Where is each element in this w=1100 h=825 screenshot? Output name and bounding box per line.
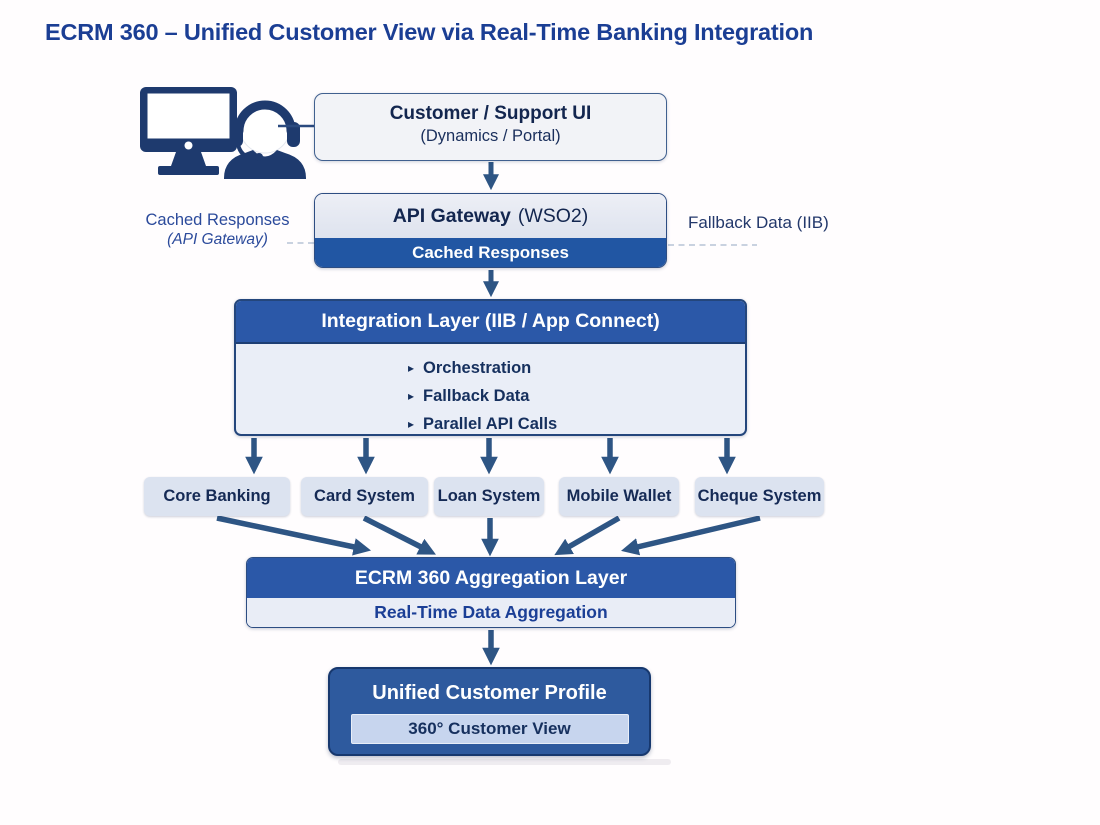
bullet-triangle-icon: ▸ [408, 417, 415, 431]
arrow-cheque-system-to-aggregation [621, 515, 761, 556]
node-aggregation-layer: ECRM 360 Aggregation Layer Real-Time Dat… [246, 557, 736, 628]
bullet-label: Parallel API Calls [423, 414, 558, 433]
node-unified-profile: Unified Customer Profile 360° Customer V… [328, 667, 651, 756]
node-cheque-system: Cheque System [695, 477, 824, 516]
customer-ui-title: Customer / Support UI [389, 103, 592, 124]
arrow-core-banking-to-aggregation [216, 515, 372, 556]
aggregation-subtitle: Real-Time Data Aggregation [247, 598, 735, 627]
customer-ui-subtitle: (Dynamics / Portal) [420, 127, 561, 145]
api-gateway-name: API Gateway [392, 204, 511, 227]
aggregation-header: ECRM 360 Aggregation Layer [247, 558, 735, 598]
node-api-gateway: API Gateway (WSO2) Cached Responses [314, 193, 667, 268]
node-mobile-wallet: Mobile Wallet [559, 477, 679, 516]
note-cached-line1: Cached Responses [145, 211, 290, 229]
node-loan-system: Loan System [434, 477, 544, 516]
node-card-system: Card System [301, 477, 428, 516]
arrow-mobile-wallet-to-aggregation [554, 515, 621, 556]
profile-inner-badge: 360° Customer View [350, 714, 629, 744]
integration-bullet-list: ▸ Orchestration ▸ Fallback Data ▸ Parall… [408, 354, 745, 434]
monitor-icon [140, 87, 237, 175]
reflection-band [338, 759, 671, 765]
bullet-label: Fallback Data [423, 386, 530, 405]
note-cached-responses: Cached Responses (API Gateway) [140, 211, 295, 249]
page-title: ECRM 360 – Unified Customer View via Rea… [45, 19, 814, 45]
node-customer-ui: Customer / Support UI (Dynamics / Portal… [314, 93, 667, 161]
node-core-banking: Core Banking [144, 477, 290, 516]
bullet-triangle-icon: ▸ [408, 361, 415, 375]
note-cached-line2: (API Gateway) [167, 231, 268, 248]
profile-title: Unified Customer Profile [372, 682, 607, 704]
api-gateway-tech: (WSO2) [517, 204, 589, 227]
bullet-row: ▸ Orchestration [408, 354, 745, 382]
bullet-triangle-icon: ▸ [408, 389, 415, 403]
bullet-label: Orchestration [423, 358, 532, 377]
api-gateway-title: API Gateway (WSO2) [315, 194, 666, 238]
node-integration-layer: Integration Layer (IIB / App Connect) ▸ … [234, 299, 747, 436]
integration-header: Integration Layer (IIB / App Connect) [236, 301, 745, 344]
bullet-row: ▸ Parallel API Calls [408, 410, 745, 434]
api-gateway-cache-band: Cached Responses [315, 238, 666, 267]
arrow-card-system-to-aggregation [362, 515, 436, 555]
note-fallback-data: Fallback Data (IIB) [688, 213, 829, 232]
support-agent-icon [224, 100, 306, 179]
bullet-row: ▸ Fallback Data [408, 382, 745, 410]
